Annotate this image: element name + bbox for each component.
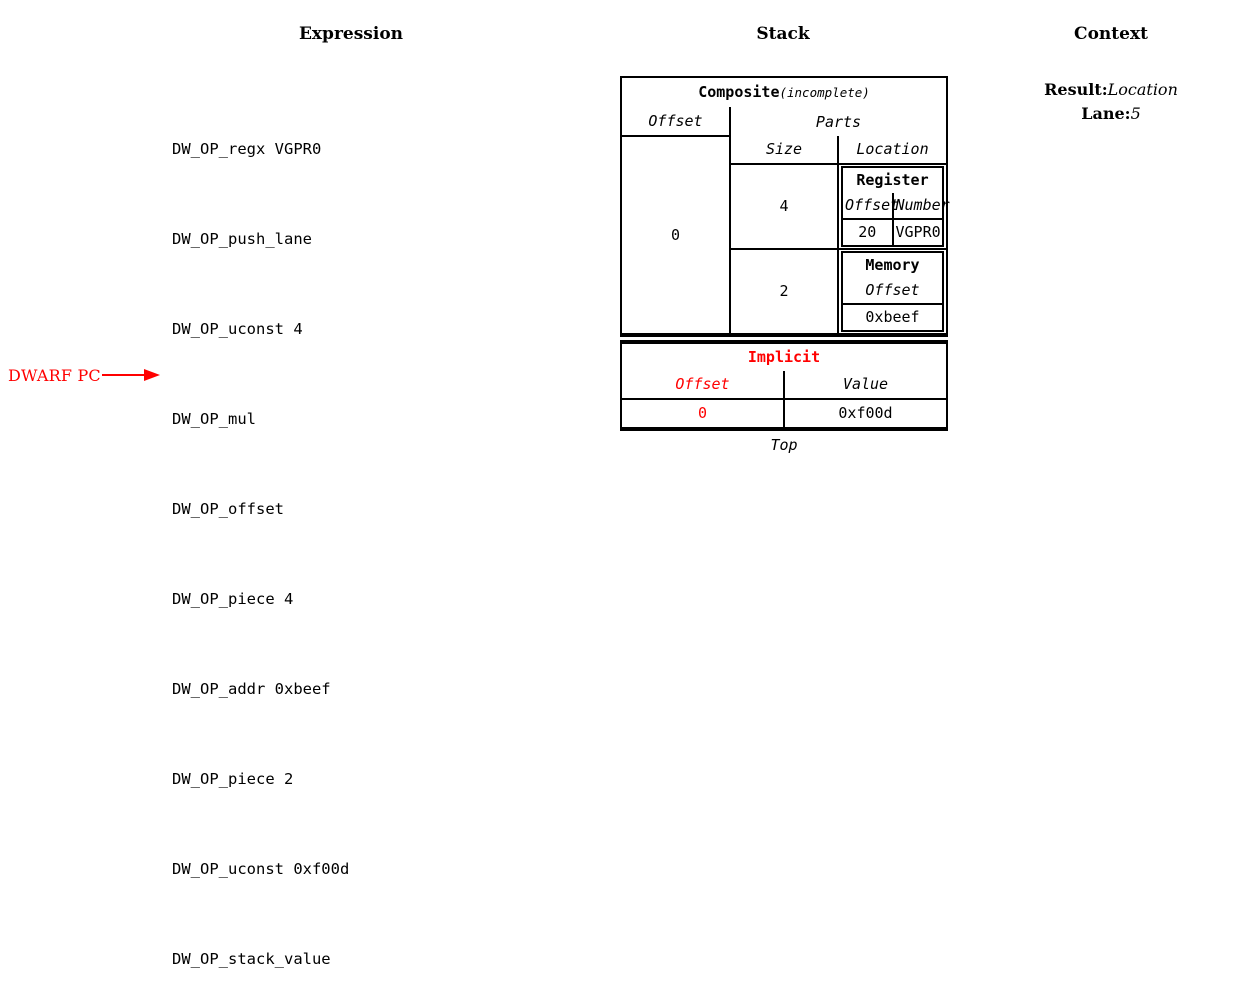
stack-frame-separator	[620, 335, 948, 342]
implicit-header-offset: Offset	[622, 371, 785, 400]
composite-header-parts: Parts	[815, 112, 862, 131]
expression-line: DW_OP_piece 2	[172, 770, 294, 788]
memory-title: Memory	[865, 256, 920, 274]
implicit-title: Implicit	[747, 348, 821, 366]
composite-title-suffix: (incomplete)	[779, 85, 870, 100]
stack-frame-composite: Composite(incomplete) Offset Parts 0 Siz…	[620, 76, 950, 335]
implicit-offset-value: 0	[622, 399, 785, 427]
stack-bottom-rule	[620, 429, 948, 434]
dwarf-pc-pointer: DWARF PC	[8, 362, 164, 388]
context-block: Result:Location Lane:5	[1000, 78, 1222, 126]
register-number-value: VGPR0	[895, 223, 941, 241]
register-header-number: Number	[892, 193, 950, 220]
part-size: 4	[730, 164, 839, 250]
expression-line: DW_OP_push_lane	[172, 230, 312, 248]
expression-line: DW_OP_mul	[172, 410, 256, 428]
page-title-expression: Expression	[298, 24, 404, 44]
implicit-header-value: Value	[784, 371, 946, 400]
arrow-right-icon	[101, 368, 164, 382]
memory-location-table: Memory Offset 0xbeef	[841, 251, 944, 332]
composite-header-location: Location	[838, 136, 946, 165]
context-entry-lane: Lane:5	[1000, 102, 1222, 126]
expression-line: DW_OP_offset	[172, 500, 284, 518]
expression-line: DW_OP_addr 0xbeef	[172, 680, 331, 698]
expression-line: DW_OP_stack_value	[172, 950, 331, 968]
context-key: Lane:	[1081, 104, 1131, 123]
part-location: Memory Offset 0xbeef	[838, 249, 946, 333]
expression-list: DW_OP_regx VGPR0 DW_OP_push_lane DW_OP_u…	[172, 74, 349, 1000]
page-title-context: Context	[1074, 24, 1148, 44]
expression-line: DW_OP_piece 4	[172, 590, 294, 608]
expression-line: DW_OP_regx VGPR0	[172, 140, 322, 158]
memory-offset-value: 0xbeef	[865, 308, 920, 326]
context-value: Location	[1107, 80, 1178, 99]
expression-line: DW_OP_uconst 4	[172, 320, 303, 338]
stack-diagram: Composite(incomplete) Offset Parts 0 Siz…	[620, 76, 950, 456]
memory-header-offset: Offset	[842, 278, 943, 305]
part-size: 2	[730, 249, 839, 333]
composite-offset-value: 0	[622, 135, 731, 333]
register-location-table: Register Offset Number 20 VGPR0	[841, 166, 950, 247]
composite-title: Composite	[698, 83, 780, 101]
page-title-stack: Stack	[756, 24, 810, 44]
part-location: Register Offset Number 20 VGPR0	[838, 164, 950, 250]
composite-title-cell: Composite(incomplete)	[622, 78, 946, 107]
expression-line: DW_OP_uconst 0xf00d	[172, 860, 350, 878]
register-offset-value: 20	[842, 219, 894, 246]
context-value: 5	[1130, 104, 1141, 123]
dwarf-pc-label: DWARF PC	[8, 365, 101, 385]
context-key: Result:	[1044, 80, 1108, 99]
implicit-value: 0xf00d	[838, 404, 893, 422]
register-title: Register	[856, 171, 929, 189]
register-header-offset: Offset	[842, 193, 899, 220]
stack-top-label: Top	[770, 436, 798, 454]
stack-frame-implicit: Implicit Offset Value 0 0xf00d	[620, 342, 948, 429]
composite-header-size: Size	[730, 136, 839, 165]
context-entry-result: Result:Location	[1000, 78, 1222, 102]
composite-header-offset: Offset	[622, 107, 731, 137]
